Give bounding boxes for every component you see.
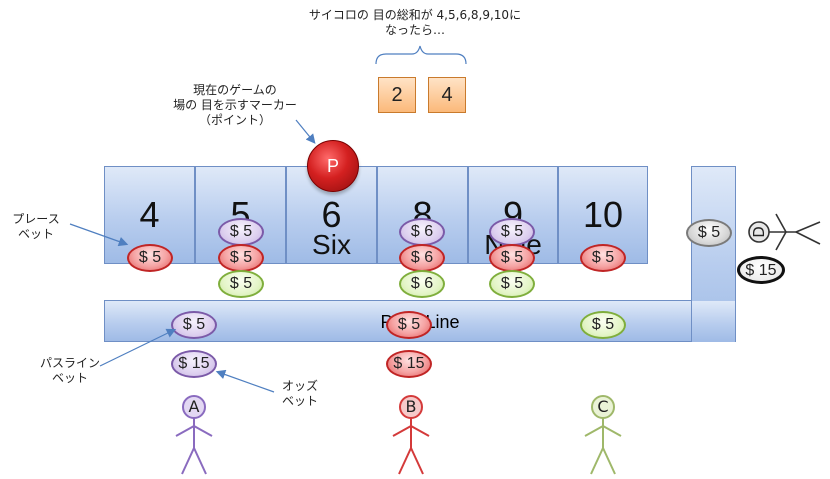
die-1: 2 — [378, 77, 416, 113]
top-caption-line2: なったら… — [384, 23, 445, 37]
odds-bet-annotation: オッズ ベット — [272, 379, 328, 409]
player-c-label: C — [597, 397, 609, 416]
place-bet-line1: プレース — [12, 212, 60, 226]
die-2: 4 — [428, 77, 466, 113]
point-number-4: 4 — [139, 194, 160, 235]
point-box-5: 5 — [195, 166, 286, 264]
chip-odds-b: $ 15 — [386, 350, 432, 378]
odds-bet-line1: オッズ — [281, 379, 318, 393]
player-a-figure — [175, 395, 213, 475]
point-caption-line1: 現在のゲームの — [193, 83, 277, 97]
chip-odds-d: $ 15 — [737, 256, 785, 284]
top-caption: サイコロの 目の総和が 4,5,6,8,9,10に なったら… — [285, 8, 545, 38]
place-bet-line2: ベット — [17, 227, 54, 241]
point-puck: P — [307, 140, 359, 192]
point-caption-line2: 場の 目を示すマーカー — [173, 98, 297, 112]
chip-pass-c: $ 5 — [580, 311, 626, 339]
arrow-point-marker — [295, 119, 316, 144]
point-caption-line3: （ポイント） — [198, 113, 271, 127]
pass-line-join — [692, 301, 735, 342]
chip-place-5-purple: $ 5 — [218, 218, 264, 246]
chip-odds-a: $ 15 — [171, 350, 217, 378]
player-a-label: A — [188, 397, 200, 416]
chip-place-9-green: $ 5 — [489, 270, 535, 298]
odds-bet-line2: ベット — [281, 394, 318, 408]
arrow-place-bet — [69, 223, 129, 247]
chip-place-10: $ 5 — [580, 244, 626, 272]
pass-line-bet-line2: ベット — [51, 371, 88, 385]
point-name-6: Six — [312, 229, 351, 260]
chip-place-9-purple: $ 5 — [489, 218, 535, 246]
point-number-6: 6 — [321, 194, 342, 235]
top-caption-line1: サイコロの 目の総和が 4,5,6,8,9,10に — [308, 8, 522, 22]
chip-dont-pass-d: $ 5 — [686, 219, 732, 247]
player-d-label: D — [750, 226, 768, 238]
arrow-odds-bet — [215, 369, 275, 393]
dice-brace — [375, 45, 467, 65]
chip-pass-b: $ 5 — [386, 311, 432, 339]
pass-line-bet-annotation: パスライン ベット — [30, 356, 110, 386]
point-marker-caption: 現在のゲームの 場の 目を示すマーカー （ポイント） — [150, 83, 320, 128]
player-d-figure — [748, 213, 821, 251]
chip-place-5-red: $ 5 — [218, 244, 264, 272]
chip-pass-a: $ 5 — [171, 311, 217, 339]
player-b-figure — [392, 395, 430, 475]
player-b-label: B — [405, 397, 417, 416]
chip-place-8-green: $ 6 — [399, 270, 445, 298]
point-number-10: 10 — [582, 194, 624, 235]
chip-place-8-purple: $ 6 — [399, 218, 445, 246]
chip-place-5-green: $ 5 — [218, 270, 264, 298]
chip-place-8-red: $ 6 — [399, 244, 445, 272]
arrow-pass-line-bet — [99, 328, 177, 367]
chip-place-4: $ 5 — [127, 244, 173, 272]
point-box-6: 6 Six — [286, 166, 377, 264]
player-c-figure — [584, 395, 622, 475]
pass-line-bet-line1: パスライン — [39, 356, 100, 370]
place-bet-annotation: プレース ベット — [8, 212, 64, 242]
